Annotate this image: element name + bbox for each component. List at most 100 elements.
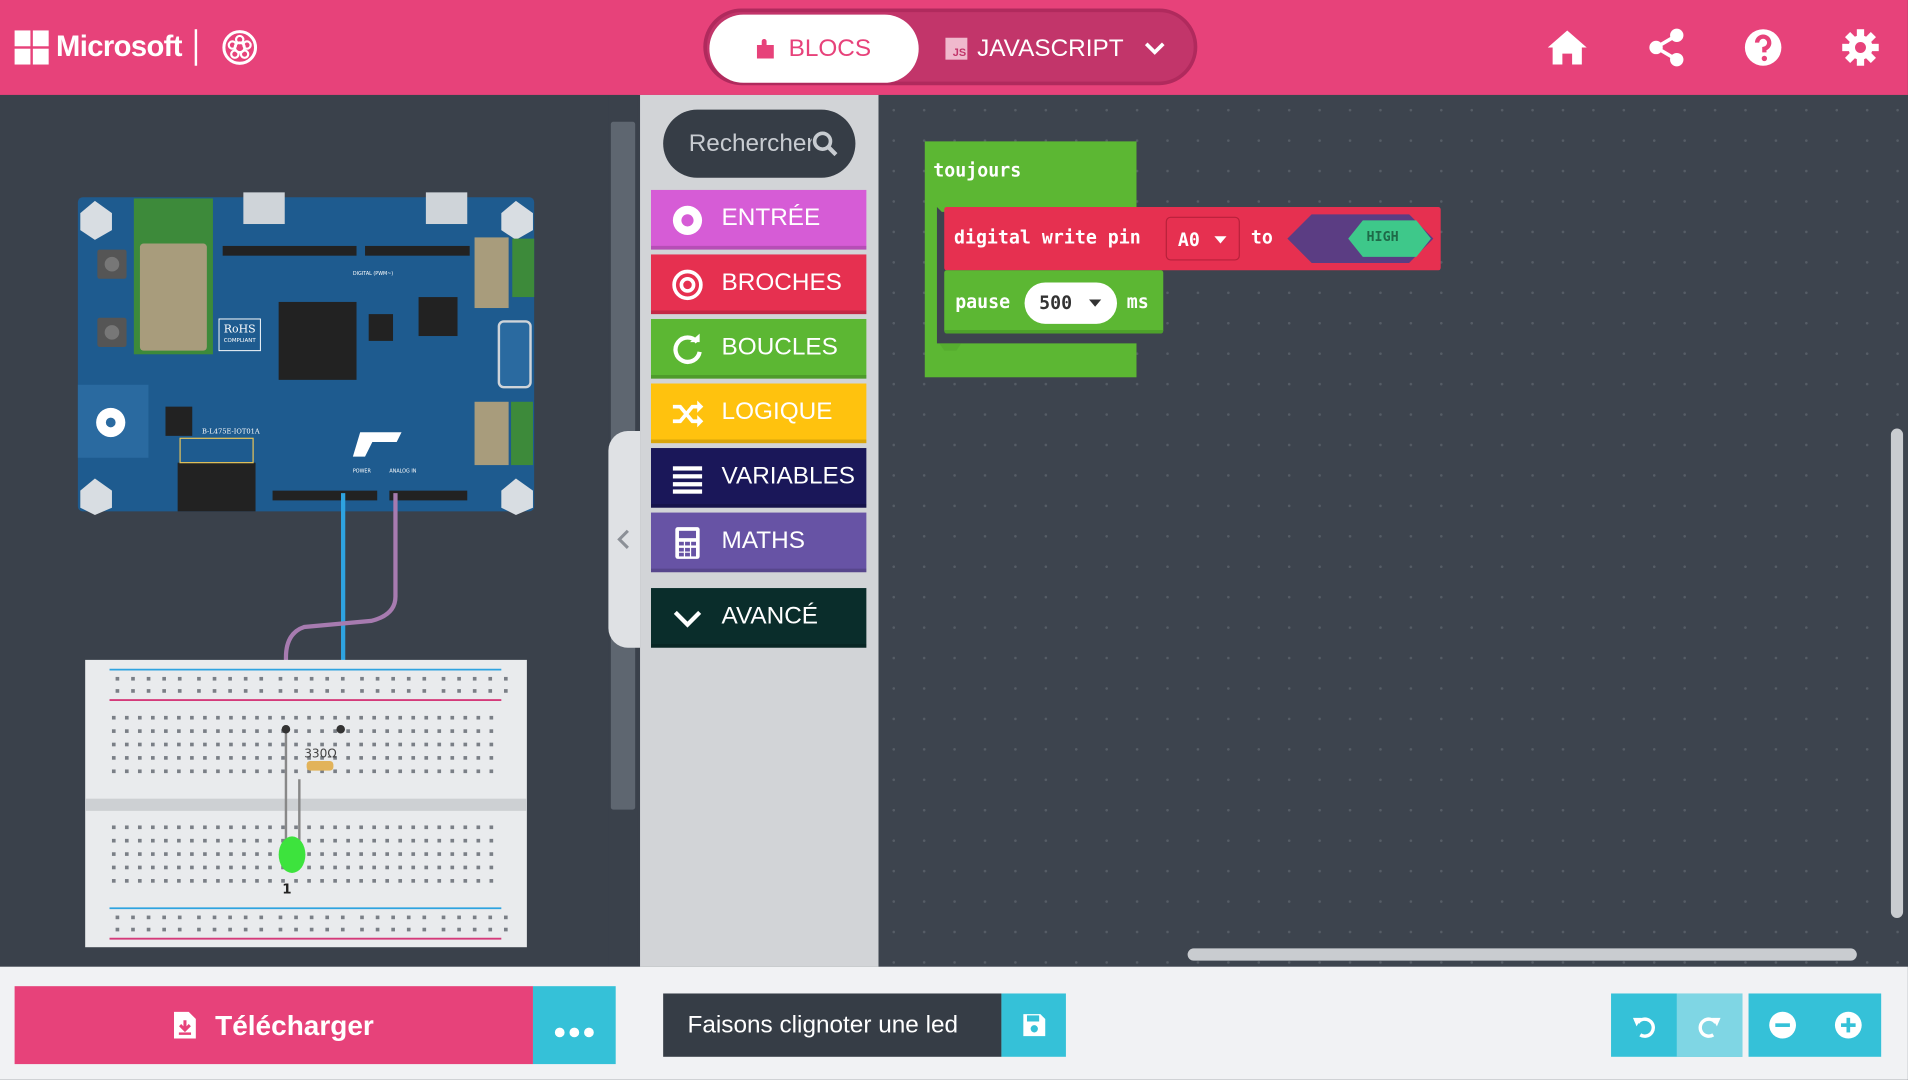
simulator-canvas[interactable]: RoHS COMPLIANT B-L475E-IOT01A POWER ANAL… [0,95,608,967]
category-math[interactable]: MATHS [650,512,867,573]
purple-wire[interactable] [283,493,398,731]
power-label: POWER [353,468,372,474]
undo-button[interactable] [1611,993,1677,1056]
zoom-in-button[interactable] [1814,993,1881,1056]
pause-block[interactable]: pause 500 ms [944,270,1164,334]
digital-write-block[interactable]: digital write pin A0 to HIGH [944,206,1441,271]
calculator-icon [675,527,700,559]
category-input-label: ENTRÉE [721,203,821,231]
download-file-icon [173,1011,196,1039]
resistor-label: 330Ω [304,746,336,760]
redo-button[interactable] [1676,993,1743,1057]
breadboard[interactable]: 330Ω 1 [85,659,527,948]
zoom-in-icon [1834,1011,1862,1039]
dropdown-arrow-icon [1214,236,1227,244]
category-math-label: MATHS [721,526,805,554]
tab-blocks[interactable]: BLOCS [709,14,919,83]
chevron-down-icon[interactable] [1143,37,1167,61]
zoom-group [1748,993,1882,1057]
workspace-vertical-scrollbar[interactable] [1890,428,1904,918]
search-icon[interactable] [811,130,839,158]
refresh-icon [673,333,702,364]
search-placeholder: Rechercher... [688,129,834,157]
pin-dropdown[interactable]: A0 [1165,216,1240,261]
target-icon [672,269,703,301]
stm32-board[interactable]: RoHS COMPLIANT B-L475E-IOT01A POWER ANAL… [77,192,535,516]
logo-divider [194,29,198,66]
makecode-flower-icon[interactable] [221,29,258,66]
analog-in-label: ANALOG IN [389,468,416,474]
project-name-input[interactable]: Faisons clignoter une led [663,993,1002,1057]
home-icon[interactable] [1545,27,1589,68]
javascript-icon: JS [945,37,968,60]
category-logic-label: LOGIQUE [721,397,833,425]
pause-duration-dropdown[interactable]: 500 [1024,282,1118,324]
category-logic[interactable]: LOGIQUE [650,383,867,444]
chevron-down-icon [673,610,702,628]
input-icon [672,205,703,235]
board-model-label: B-L475E-IOT01A [202,427,260,435]
share-icon[interactable] [1645,27,1689,68]
tab-blocks-label: BLOCS [788,34,872,62]
tab-javascript-label: JAVASCRIPT [977,34,1124,62]
category-loops-label: BOUCLES [721,332,838,360]
save-button[interactable] [1001,993,1066,1057]
pin-value: A0 [1177,228,1200,251]
high-value-shape[interactable] [1287,214,1434,263]
puzzle-icon [756,38,774,59]
shuffle-icon [672,400,704,428]
dropdown-arrow-icon [1089,299,1102,307]
microsoft-logo[interactable]: Microsoft [14,30,183,65]
zoom-out-icon [1769,1011,1796,1039]
forever-block[interactable]: toujours [922,141,1137,378]
digital-write-label: digital write pin [953,226,1141,249]
category-input[interactable]: ENTRÉE [650,189,867,250]
pause-unit: ms [1126,290,1149,313]
tab-javascript[interactable]: JS JAVASCRIPT [945,15,1124,83]
to-label: to [1250,226,1273,249]
undo-redo-group [1611,993,1743,1057]
microsoft-squares-icon [14,30,49,65]
st-logo-icon [352,432,402,457]
digital-pwm-label: DIGITAL (PWM~) [353,271,393,277]
more-options-button[interactable] [532,986,616,1065]
simulator-panel: RoHS COMPLIANT B-L475E-IOT01A POWER ANAL… [0,94,609,967]
category-variables-label: VARIABLES [721,462,856,489]
category-loops[interactable]: BOUCLES [650,318,867,379]
blocks-workspace[interactable]: toujours digital write pin A0 to HIGH pa… [878,94,1908,967]
category-pins-label: BROCHES [721,268,842,296]
settings-icon[interactable] [1839,27,1883,68]
led[interactable] [278,836,306,873]
more-dots-icon [554,1027,594,1038]
category-variables[interactable]: VARIABLES [650,448,867,508]
help-icon[interactable] [1741,27,1785,68]
toolbox: Rechercher... ENTRÉE BROCHES BOUCLES LOG… [640,94,879,967]
list-icon [672,466,703,494]
pin-label: 1 [282,883,291,898]
bottom-bar: Télécharger Faisons clignoter une led [0,966,1908,1080]
download-label: Télécharger [215,1008,374,1041]
high-value: HIGH [1366,228,1399,245]
category-advanced-label: AVANCÉ [721,602,819,629]
workspace-horizontal-scrollbar[interactable] [1187,948,1857,961]
resistor[interactable] [306,760,334,771]
category-pins[interactable]: BROCHES [650,254,867,315]
forever-block-shape [924,141,1137,378]
undo-icon [1632,1017,1655,1038]
rohs-sub-label: COMPLIANT [224,338,257,344]
save-icon [1022,1014,1045,1037]
pause-duration-value: 500 [1039,292,1073,315]
editor-toggle: BLOCS JS JAVASCRIPT [703,8,1198,86]
header-bar: Microsoft BLOCS JS JAVASCRIPT [0,0,1908,95]
category-advanced[interactable]: AVANCÉ [650,588,867,648]
download-button[interactable]: Télécharger [14,986,533,1065]
project-name: Faisons clignoter une led [687,1011,959,1038]
zoom-out-button[interactable] [1749,993,1815,1056]
search-input[interactable]: Rechercher... [663,109,856,178]
chevron-left-icon [617,529,629,549]
pause-label: pause [955,290,1011,313]
brand-name: Microsoft [55,30,183,64]
forever-label: toujours [933,159,1022,182]
rohs-label: RoHS [224,322,256,335]
collapse-simulator-button[interactable] [608,430,641,648]
